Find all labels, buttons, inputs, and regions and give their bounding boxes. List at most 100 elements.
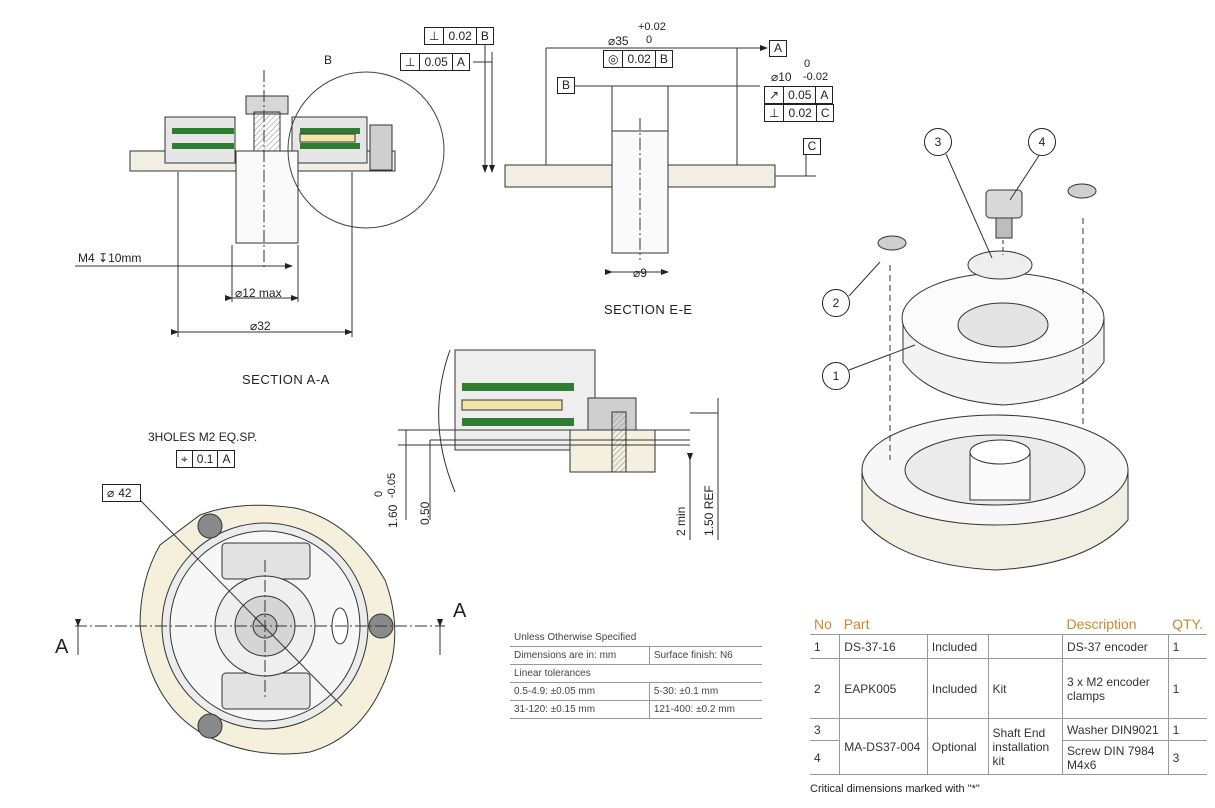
bom-qty: 3: [1168, 740, 1207, 775]
detail-b-view: [398, 349, 719, 540]
bom-header-qty: QTY.: [1168, 614, 1207, 635]
bom-desc: Washer DIN9021: [1062, 718, 1169, 741]
spec-finish: Surface finish: N6: [649, 646, 762, 665]
perpendicularity-icon: ⊥: [401, 54, 421, 70]
section-mark-left: A: [55, 636, 69, 658]
critical-dims-note: Critical dimensions marked with "*": [810, 783, 980, 795]
bom-row: 4 Screw DIN 7984 M4x6 3: [810, 740, 1207, 775]
concentricity-icon: ◎: [604, 51, 624, 67]
dim-dia-32-value: 32: [257, 319, 271, 333]
dim-1-tol-upper: 0: [373, 490, 385, 497]
tol-35-lower: 0: [646, 34, 653, 46]
bom-inc: Included: [927, 658, 989, 719]
bom-header-part: Part: [839, 614, 1063, 635]
bom-kit: Shaft End installation kit: [988, 718, 1064, 775]
thread-depth: 10mm: [108, 251, 142, 265]
bom-kit: Kit: [988, 658, 1064, 719]
bom-row: 1 DS-37-16 Included DS-37 encoder 1: [810, 634, 1207, 659]
bom-inc: Optional: [927, 718, 989, 775]
fcf-conc-datum: B: [659, 52, 668, 66]
dim-dia-12: ⌀12 max: [235, 286, 282, 300]
balloon-4: 4: [1028, 128, 1056, 156]
spec-cell: 121-400: ±0.2 mm: [649, 700, 762, 719]
bom-part: EAPK005: [839, 658, 928, 719]
bom-desc: 3 x M2 encoder clamps: [1062, 658, 1169, 719]
spec-cell: 31-120: ±0.15 mm: [510, 700, 650, 719]
dim-dia-42: ⌀42: [102, 484, 141, 502]
dim-dia-42-value: 42: [118, 486, 132, 500]
dim-dia-9: ⌀9: [633, 266, 647, 280]
tol-35-upper: +0.02: [638, 21, 666, 33]
holes-note: 3HOLES M2 EQ.SP.: [148, 430, 258, 444]
dim-2: 0.50: [418, 501, 432, 525]
thread-size: M4: [78, 251, 95, 265]
spec-cell: 5-30: ±0.1 mm: [649, 682, 762, 701]
spec-row: Linear tolerances: [510, 664, 762, 683]
fcf-perp-c-value: 0.02: [784, 105, 817, 121]
position-icon: ⌖: [177, 451, 193, 467]
thread-note: M4 ↧10mm: [78, 251, 141, 265]
dim-dia-35-value: 35: [615, 34, 629, 48]
dim-dia-10-value: 10: [778, 70, 792, 84]
bom-qty: 1: [1168, 658, 1207, 719]
fcf-perp-b-value: 0.02: [444, 28, 477, 44]
bom-inc: Included: [927, 634, 989, 659]
section-aa-view: [75, 70, 445, 337]
spec-row: Unless Otherwise Specified: [510, 629, 762, 647]
dim-dia-9-value: 9: [640, 266, 647, 280]
bom-no: 3: [810, 718, 841, 741]
spec-cell: 0.5-4.9: ±0.05 mm: [510, 682, 650, 701]
bom-qty: 1: [1168, 718, 1207, 741]
bom-part: DS-37-16: [839, 634, 928, 659]
dim-dia-12-value: 12 max: [242, 286, 282, 300]
bom-row: 3 MA-DS37-004 Optional Shaft End install…: [810, 718, 1207, 775]
dim-dia-32: ⌀32: [250, 319, 271, 333]
dim-dia-10: ⌀10: [771, 70, 792, 84]
bom-no: 2: [810, 658, 841, 719]
bom-no: 4: [810, 740, 841, 775]
dim-4: 1.50 REF: [702, 485, 716, 536]
fcf-runout-datum: A: [820, 88, 829, 102]
fcf-perp-c-datum: C: [820, 106, 830, 120]
top-view: [75, 499, 445, 755]
section-ee-title: SECTION E-E: [604, 302, 693, 317]
perpendicularity-icon: ⊥: [425, 28, 445, 44]
section-ee-view: [473, 36, 816, 275]
balloon-2: 2: [822, 289, 850, 317]
fcf-runout-value: 0.05: [784, 87, 817, 103]
bom-no: 1: [810, 634, 841, 659]
fcf-conc-value: 0.02: [623, 51, 656, 67]
bom-header-row: No Part Description QTY.: [810, 614, 1207, 635]
fcf-perp-a-datum: A: [456, 55, 465, 69]
bom-desc: DS-37 encoder: [1062, 634, 1169, 659]
fcf-perp-a-value: 0.05: [420, 54, 453, 70]
bom-desc: Screw DIN 7984 M4x6: [1062, 740, 1169, 775]
fcf-pos-value: 0.1: [193, 451, 219, 467]
dim-1-tol-lower: -0.05: [386, 472, 398, 498]
tolerance-spec-table: Unless Otherwise Specified Dimensions ar…: [510, 629, 762, 719]
depth-symbol-icon: ↧: [98, 251, 109, 265]
exploded-view: [848, 153, 1129, 571]
fcf-pos-datum: A: [222, 452, 231, 466]
bom-row: 2 EAPK005 Included Kit 3 x M2 encoder cl…: [810, 658, 1207, 719]
perpendicularity-icon: ⊥: [765, 105, 785, 121]
tol-10-upper: 0: [804, 58, 811, 70]
detail-label-b: B: [324, 53, 333, 67]
section-aa-title: SECTION A-A: [242, 372, 330, 387]
dim-dia-35: ⌀35: [608, 34, 629, 48]
bom-header-description: Description: [1062, 614, 1169, 635]
bom-kit: [988, 634, 1064, 659]
section-mark-right: A: [453, 600, 467, 622]
bom-header-no: No: [810, 614, 840, 635]
balloon-3: 3: [924, 128, 952, 156]
bom-qty: 1: [1168, 634, 1207, 659]
